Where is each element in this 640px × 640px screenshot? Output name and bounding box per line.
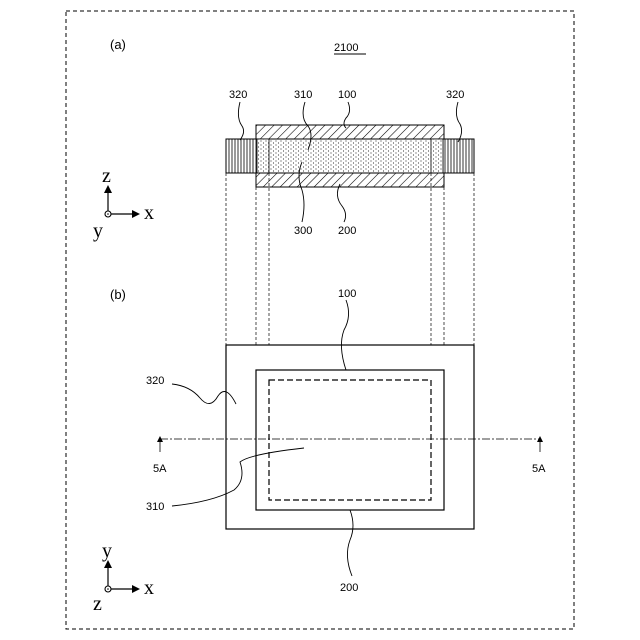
- axis-a-right: x: [144, 202, 154, 224]
- label-b-5a-left: 5A: [153, 463, 167, 475]
- axes-a: z x y: [93, 165, 154, 242]
- sealant-320-right: [443, 139, 474, 173]
- spacer-left-fill: [257, 139, 269, 173]
- label-b-200: 200: [340, 582, 358, 594]
- axis-b-up: y: [102, 540, 112, 562]
- label-a-200: 200: [338, 225, 356, 237]
- label-a-320-left: 320: [229, 89, 247, 101]
- figure-number: 2100: [334, 42, 358, 54]
- axis-b-out: z: [93, 593, 102, 615]
- axes-b: y x z: [93, 540, 154, 615]
- axis-a-up: z: [102, 165, 111, 187]
- section-arrowhead-right: [537, 436, 543, 442]
- layer-200-bottom: [256, 173, 444, 187]
- label-a-300: 300: [294, 225, 312, 237]
- figure-border: [66, 11, 574, 629]
- leader-200: [337, 184, 345, 222]
- leader-320-left: [238, 102, 243, 140]
- layer-100-top: [256, 125, 444, 139]
- label-b-320: 320: [146, 375, 164, 387]
- leader-320-right: [456, 102, 461, 142]
- label-a-320-right: 320: [446, 89, 464, 101]
- sealant-320-left: [226, 139, 257, 173]
- panel-b-label: (b): [110, 287, 126, 302]
- leader-100: [344, 102, 350, 128]
- label-a-100: 100: [338, 89, 356, 101]
- layer-310-middle: [257, 139, 443, 173]
- label-b-5a-right: 5A: [532, 463, 546, 475]
- label-a-310: 310: [294, 89, 312, 101]
- middle-rect-100: [256, 370, 444, 510]
- axis-a-out: y: [93, 220, 103, 242]
- panel-a-label: (a): [110, 37, 126, 52]
- axis-b-right: x: [144, 577, 154, 599]
- label-b-100: 100: [338, 288, 356, 300]
- spacer-right-fill: [431, 139, 443, 173]
- label-b-310: 310: [146, 501, 164, 513]
